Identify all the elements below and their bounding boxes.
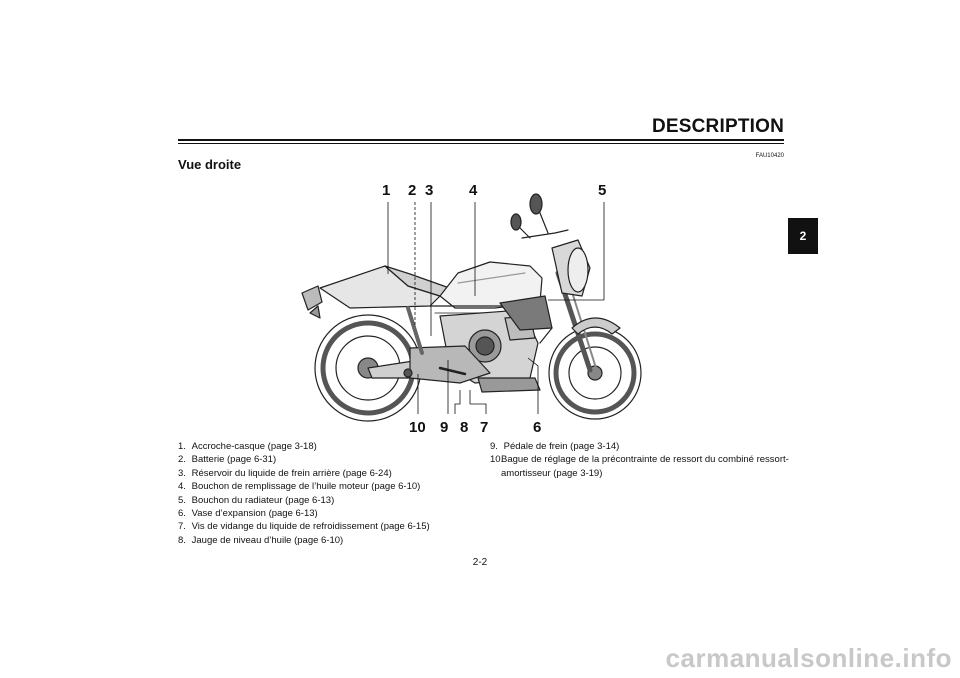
callout-2: 2 [408, 182, 416, 199]
header-rule-thick [178, 139, 784, 141]
legend-item: 2. Batterie (page 6-31) [178, 453, 478, 466]
legend-item: 5. Bouchon du radiateur (page 6-13) [178, 494, 478, 507]
header-rule-thin [178, 143, 784, 144]
legend-text: Bouchon du radiateur (page 6-13) [191, 494, 335, 506]
legend-text: Batterie (page 6-31) [191, 454, 277, 466]
callout-8: 8 [460, 419, 468, 433]
legend-text: Accroche-casque (page 3-18) [191, 441, 317, 452]
legend-list-left: 1. Accroche-casque (page 3-18) 2. Batter… [178, 440, 478, 547]
legend-text: Vis de vidange du liquide de refroidisse… [191, 521, 430, 533]
legend-number: 10. [490, 454, 504, 466]
callout-9: 9 [440, 419, 448, 433]
legend-list-right: 9. Pédale de frein (page 3-14) 10.Bague … [490, 440, 790, 480]
page-header-title: DESCRIPTION [651, 116, 784, 137]
legend-item: 1. Accroche-casque (page 3-18) [178, 440, 478, 453]
legend-text: Réservoir du liquide de frein arrière (p… [191, 467, 392, 479]
section-title: Vue droite [178, 157, 242, 172]
legend-number: 3. [178, 467, 186, 479]
legend-number: 1. [178, 441, 186, 452]
legend-number: 5. [178, 494, 186, 506]
legend-item: 9. Pédale de frein (page 3-14) [490, 440, 790, 453]
watermark: carmanualsonline.info [665, 643, 952, 673]
motorcycle-illustration [301, 193, 642, 422]
callout-4: 4 [469, 182, 478, 199]
legend-text: Bague de réglage de la précontrainte de … [501, 454, 789, 479]
legend-item: 3. Réservoir du liquide de frein arrière… [178, 467, 478, 480]
legend-item: 6. Vase d’expansion (page 6-13) [178, 507, 478, 520]
motorcycle-diagram: 1 2 3 4 5 10 9 8 7 6 [301, 182, 642, 433]
legend-number: 6. [178, 508, 186, 520]
callout-numbers: 1 2 3 4 5 10 9 8 7 6 [382, 182, 606, 433]
legend-number: 8. [178, 534, 186, 546]
legend-text: Jauge de niveau d’huile (page 6-10) [191, 534, 344, 546]
legend-text: Pédale de frein (page 3-14) [503, 441, 620, 452]
page-number: 2-2 [472, 557, 488, 568]
legend-number: 7. [178, 521, 186, 533]
legend-text: Vase d’expansion (page 6-13) [191, 508, 318, 520]
legend-item: 8. Jauge de niveau d’huile (page 6-10) [178, 534, 478, 547]
callout-7: 7 [480, 419, 488, 433]
document-code: FAU10420 [755, 153, 784, 159]
callout-3: 3 [425, 182, 433, 199]
legend-text: Bouchon de remplissage de l’huile moteur… [191, 481, 421, 493]
legend-number: 9. [490, 441, 498, 452]
callout-leader-lines [387, 202, 605, 414]
callout-5: 5 [598, 182, 606, 199]
callout-1: 1 [382, 182, 390, 199]
legend-item: 4. Bouchon de remplissage de l’huile mot… [178, 480, 478, 493]
legend-number: 2. [178, 454, 186, 466]
callout-10: 10 [409, 419, 426, 433]
callout-6: 6 [533, 419, 541, 433]
legend-item: 7. Vis de vidange du liquide de refroidi… [178, 520, 478, 533]
legend-item: 10.Bague de réglage de la précontrainte … [490, 453, 790, 480]
legend-number: 4. [178, 481, 186, 493]
chapter-tab: 2 [788, 218, 818, 254]
